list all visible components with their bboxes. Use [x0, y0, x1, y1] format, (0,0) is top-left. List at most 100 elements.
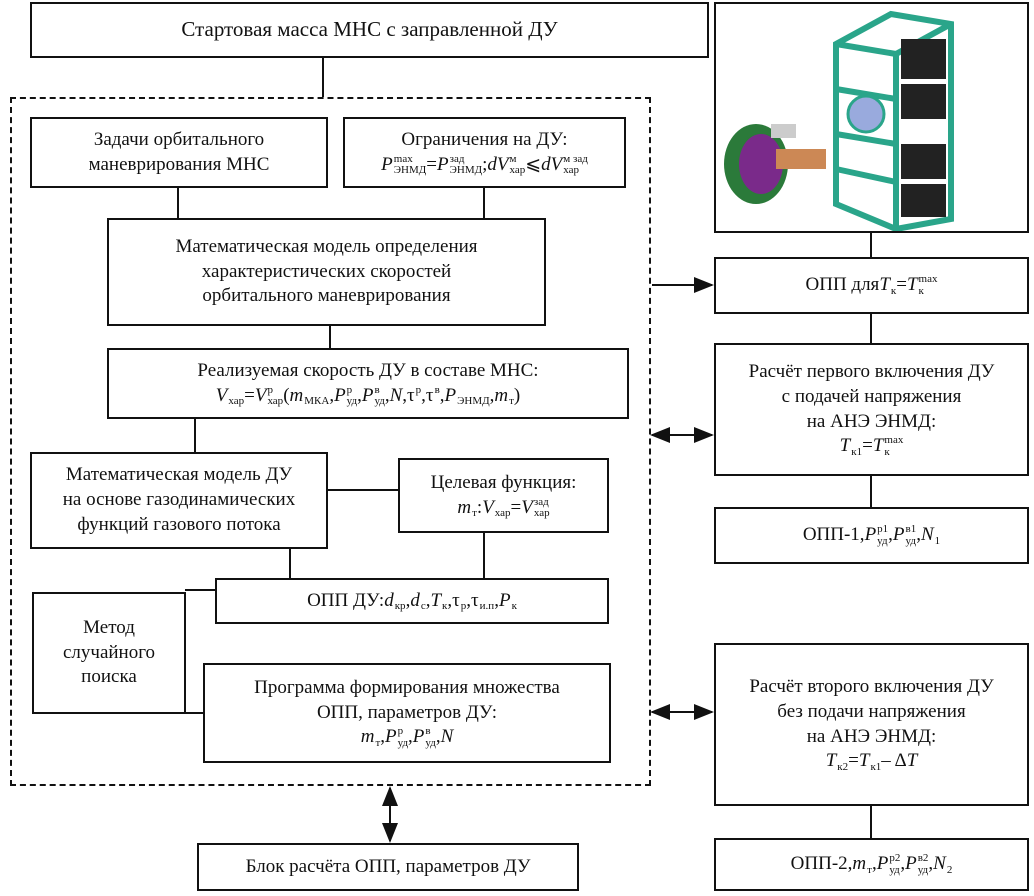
box-label: на основе газодинамических — [62, 489, 296, 511]
calc-block-box: Блок расчёта ОПП, параметров ДУ — [197, 843, 579, 891]
box-title: Целевая функция: — [430, 471, 577, 493]
formula-token: ОПП ДУ: — [307, 589, 385, 611]
formula-token: = — [848, 750, 859, 772]
box-label: Программа формирования множества — [254, 676, 560, 698]
formula-token: τ и.п — [471, 589, 495, 613]
formula-token: = — [426, 153, 437, 175]
formula-token: , — [384, 384, 390, 406]
formula-token: = — [510, 496, 522, 518]
formula-token: , — [421, 384, 426, 406]
formula-token: , — [405, 589, 411, 611]
tasks-box: Задачи орбитального маневрирования МНС — [30, 117, 328, 188]
box-label: на АНЭ ЭНМД: — [806, 725, 937, 747]
formula-token: V хар — [482, 496, 511, 520]
box-label: Расчёт первого включения ДУ — [748, 361, 995, 383]
box-label: Математическая модель определения — [175, 235, 478, 257]
box-label: маневрирования МНС — [88, 153, 270, 175]
formula-token: , — [380, 726, 386, 748]
formula-token: ОПП-1, — [802, 524, 865, 546]
formula-token: m т — [360, 726, 381, 749]
formula-token: , — [402, 384, 408, 406]
box-label: орбитального маневрирования — [202, 285, 451, 307]
engine-model-box: Математическая модель ДУ на основе газоди… — [30, 452, 328, 549]
box-label: Блок расчёта ОПП, параметров ДУ — [245, 855, 531, 877]
formula-token: – Δ — [881, 750, 907, 772]
velocity-box: Реализуемая скорость ДУ в составе МНС: V… — [107, 348, 629, 419]
formula: T к2 = T к1 – ΔT — [826, 749, 918, 774]
spacecraft-image — [714, 2, 1029, 233]
formula-token: m МКА — [289, 384, 330, 408]
formula-token: , — [329, 384, 335, 406]
box-label: ОПП, параметров ДУ: — [316, 701, 498, 723]
launch-mass-box: Стартовая масса МНС с заправленной ДУ — [30, 2, 709, 58]
formula-token: T к2 — [825, 750, 849, 773]
formula-token: V хар — [215, 384, 245, 408]
formula-token: N 1 — [920, 524, 941, 547]
formula-token: , — [466, 589, 472, 611]
formula-token: ; — [482, 153, 488, 175]
box-label: характеристических скоростей — [201, 260, 452, 282]
formula-token: ( — [283, 384, 290, 406]
formula-token: T — [906, 750, 918, 772]
box-title: Ограничения на ДУ: — [401, 128, 568, 150]
box-title: Реализуемая скорость ДУ в составе МНС: — [197, 359, 539, 381]
box-label: Стартовая масса МНС с заправленной ДУ — [181, 17, 558, 42]
formula-token: m т — [852, 853, 872, 876]
box-label: с подачей напряжения — [781, 385, 962, 407]
formula-token: = — [896, 274, 907, 296]
box-label: Математическая модель ДУ — [65, 464, 293, 486]
formula-token: T к — [879, 274, 897, 297]
formula-token: P ЭНМД — [444, 384, 490, 408]
box-label: функций газового потока — [77, 513, 281, 535]
box-label: Задачи орбитального — [93, 128, 265, 150]
box-label: на АНЭ ЭНМД: — [806, 410, 937, 432]
box-label: случайного — [62, 641, 156, 663]
formula-token: ОПП для — [805, 274, 880, 296]
formula-token: : — [476, 496, 483, 518]
formula-token: P к — [498, 589, 517, 613]
formula-token: T к1 — [858, 750, 882, 773]
formula-token: m т — [457, 496, 477, 520]
formula-token: N — [440, 726, 454, 748]
formula-token: N 2 — [933, 853, 953, 876]
formula-token: , — [447, 589, 453, 611]
formula-token: , — [357, 384, 362, 406]
box-label: без подачи напряжения — [777, 700, 966, 722]
formula-token: , — [425, 589, 431, 611]
formula-token: T к1 — [839, 435, 863, 458]
formula-token: m т — [494, 384, 514, 408]
dashed-boundary — [10, 97, 651, 786]
formula-token: d с — [410, 589, 426, 613]
formula-token: = — [862, 435, 873, 457]
